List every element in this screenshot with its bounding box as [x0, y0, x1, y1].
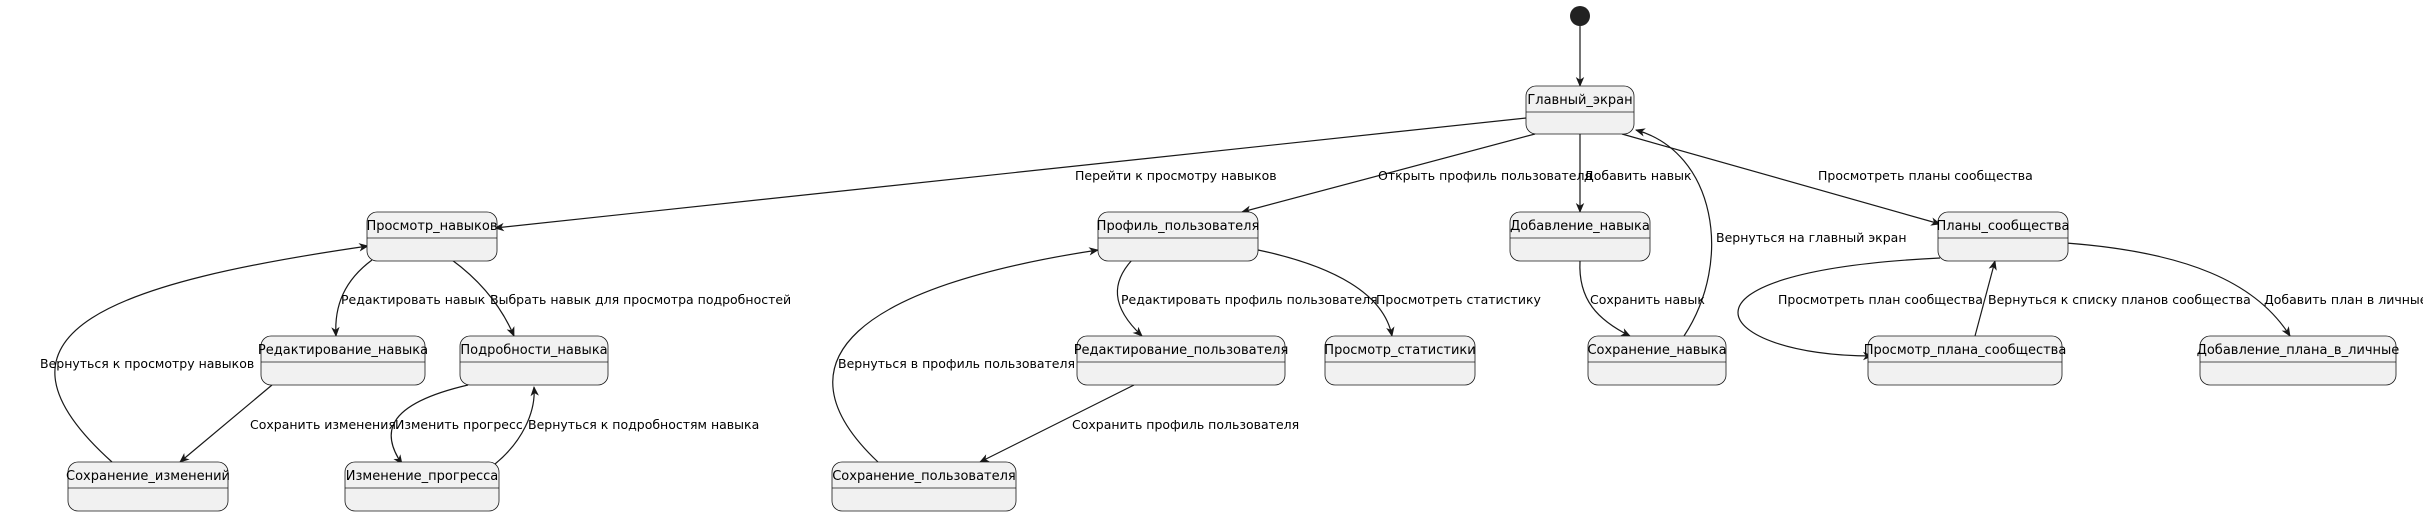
transition-plans-plan-view	[1737, 257, 1941, 361]
transition-profile-stats	[1257, 249, 1395, 337]
label-t-profile-stats: Просмотреть статистику	[1376, 292, 1542, 307]
state-label-progress-change: Изменение_прогресса	[346, 469, 498, 484]
state-label-user-save: Сохранение_пользователя	[832, 469, 1016, 484]
state-label-plan-add-personal: Добавление_плана_в_личные	[2197, 343, 2400, 358]
state-progress-change: Изменение_прогресса	[344, 461, 500, 512]
state-stats-view: Просмотр_статистики	[1324, 335, 1476, 386]
state-skill-edit: Редактирование_навыка	[258, 335, 428, 386]
transition-profile-user-edit	[1116, 259, 1143, 337]
transition-add-skill-save	[1579, 260, 1631, 337]
label-t-progress-back: Вернуться к подробностям навыка	[528, 417, 759, 432]
state-label-plan-view: Просмотр_плана_сообщества	[1864, 343, 2067, 358]
transition-skills-details	[451, 259, 515, 337]
state-label-profile: Профиль_пользователя	[1097, 219, 1260, 234]
label-t-save-main: Вернуться на главный экран	[1716, 230, 1907, 245]
state-add-skill: Добавление_навыка	[1509, 211, 1651, 262]
state-skills-view: Просмотр_навыков	[366, 211, 498, 262]
transition-details-progress	[390, 384, 469, 465]
state-community-plans: Планы_сообщества	[1937, 211, 2070, 262]
state-plan-add-personal: Добавление_плана_в_личные	[2197, 335, 2400, 386]
label-t-skills-edit: Редактировать навык	[341, 292, 486, 307]
label-t-main-plans: Просмотреть планы сообщества	[1818, 168, 2033, 183]
label-t-edit-save: Сохранить изменения	[250, 417, 396, 432]
label-t-user-save: Сохранить профиль пользователя	[1072, 417, 1299, 432]
label-t-save-back: Вернуться к просмотру навыков	[40, 356, 254, 371]
state-label-stats-view: Просмотр_статистики	[1324, 343, 1475, 358]
state-user-save: Сохранение_пользователя	[831, 461, 1017, 512]
transitions	[54, 26, 2291, 465]
state-label-skill-details: Подробности_навыка	[460, 343, 607, 358]
state-main: Главный_экран	[1525, 85, 1635, 135]
label-t-skills-details: Выбрать навык для просмотра подробностей	[490, 292, 791, 307]
label-t-main-profile: Открыть профиль пользователя	[1378, 168, 1592, 183]
transition-plans-add-personal	[2065, 242, 2291, 337]
transition-user-save-back	[832, 247, 1099, 463]
state-skill-details: Подробности_навыка	[459, 335, 609, 386]
initial-state-node	[1570, 6, 1590, 26]
transition-main-profile	[1241, 133, 1536, 214]
state-user-edit: Редактирование_пользователя	[1074, 335, 1289, 386]
state-label-skill-save: Сохранение_навыка	[1587, 343, 1726, 358]
states: Главный_экран Просмотр_навыков Профиль_п…	[66, 85, 2400, 512]
transition-changes-save-back	[54, 243, 369, 463]
state-skill-save: Сохранение_навыка	[1587, 335, 1727, 386]
label-t-plans-view: Просмотреть план сообщества	[1778, 292, 1983, 307]
label-t-plans-add: Добавить план в личные	[2264, 292, 2423, 307]
transition-skills-edit	[331, 259, 373, 337]
label-t-user-back: Вернуться в профиль пользователя	[838, 356, 1075, 371]
state-label-skill-edit: Редактирование_навыка	[258, 343, 428, 358]
state-changes-save: Сохранение_изменений	[66, 461, 230, 512]
transition-plan-view-back	[1974, 260, 1997, 337]
state-label-changes-save: Сохранение_изменений	[66, 469, 230, 484]
state-label-skills-view: Просмотр_навыков	[366, 219, 497, 234]
label-t-profile-edit: Редактировать профиль пользователя	[1121, 292, 1378, 307]
transition-edit-changes-save	[179, 384, 273, 463]
state-label-user-edit: Редактирование_пользователя	[1074, 343, 1289, 358]
label-t-add-save: Сохранить навык	[1590, 292, 1705, 307]
transition-progress-back	[494, 386, 539, 465]
transition-labels: Перейти к просмотру навыков Открыть проф…	[40, 168, 2423, 432]
state-label-main: Главный_экран	[1527, 93, 1632, 108]
transition-main-skills	[494, 117, 1527, 232]
label-t-main-add: Добавить навык	[1584, 168, 1692, 183]
state-profile: Профиль_пользователя	[1097, 211, 1260, 262]
label-t-details-progress: Изменить прогресс	[395, 417, 523, 432]
state-label-add-skill: Добавление_навыка	[1510, 219, 1650, 234]
state-label-community-plans: Планы_сообщества	[1937, 219, 2070, 234]
label-t-plan-back: Вернуться к списку планов сообщества	[1988, 292, 2251, 307]
transition-skill-save-main	[1635, 128, 1713, 337]
state-plan-view: Просмотр_плана_сообщества	[1864, 335, 2067, 386]
transition-main-plans	[1621, 133, 1941, 226]
transition-user-edit-save	[979, 384, 1135, 463]
label-t-main-skills: Перейти к просмотру навыков	[1075, 168, 1277, 183]
